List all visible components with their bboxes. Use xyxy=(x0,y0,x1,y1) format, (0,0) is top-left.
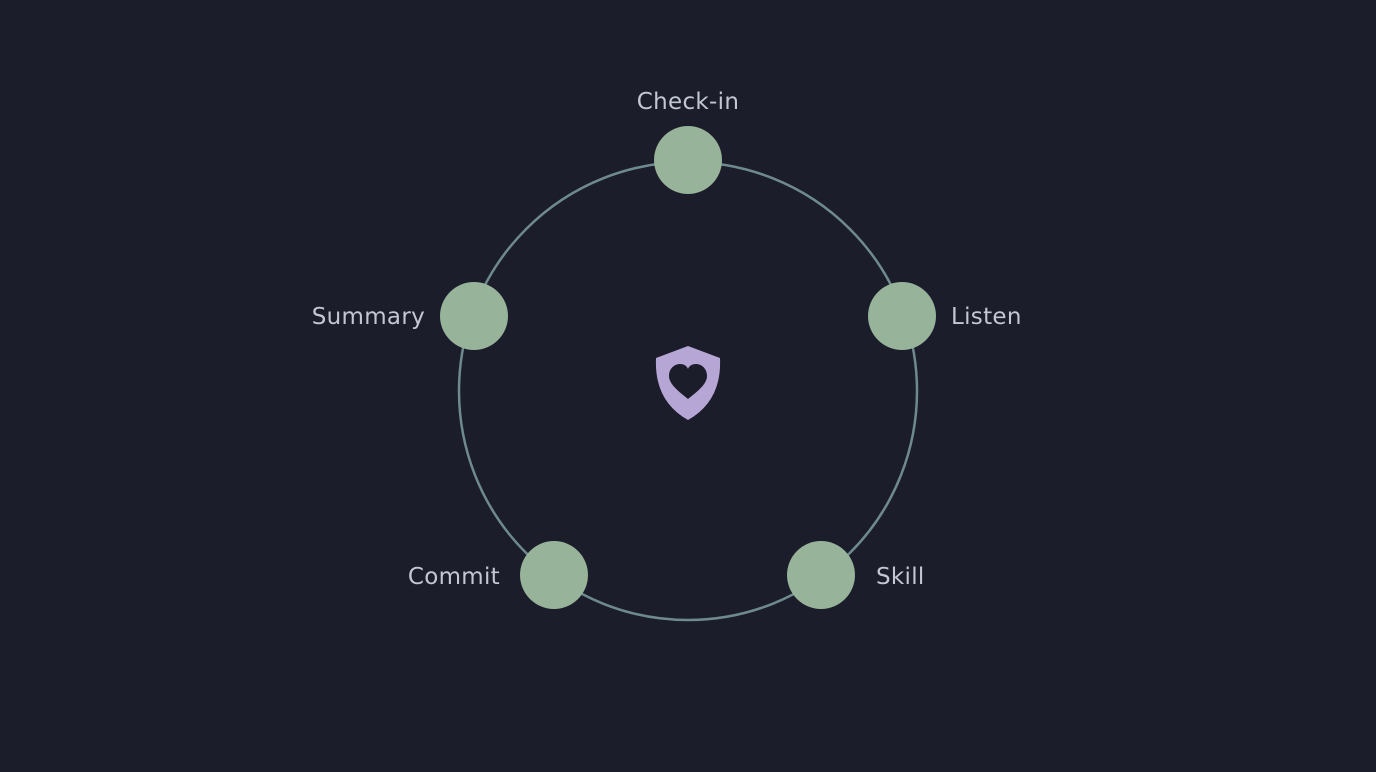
step-node-skill[interactable] xyxy=(787,541,855,609)
step-commit[interactable]: Commit xyxy=(408,541,588,609)
step-label-listen: Listen xyxy=(951,304,1022,330)
step-node-check-in[interactable] xyxy=(654,126,722,194)
step-label-check-in: Check-in xyxy=(637,89,739,115)
step-summary[interactable]: Summary xyxy=(312,282,508,350)
step-listen[interactable]: Listen xyxy=(868,282,1022,350)
step-skill[interactable]: Skill xyxy=(787,541,925,609)
step-node-commit[interactable] xyxy=(520,541,588,609)
step-label-summary: Summary xyxy=(312,304,425,330)
step-check-in[interactable]: Check-in xyxy=(637,89,739,194)
step-label-skill: Skill xyxy=(876,564,925,590)
step-node-summary[interactable] xyxy=(440,282,508,350)
shield-heart-icon xyxy=(655,346,721,420)
step-label-commit: Commit xyxy=(408,564,500,590)
heart-shape xyxy=(669,364,707,399)
step-node-listen[interactable] xyxy=(868,282,936,350)
